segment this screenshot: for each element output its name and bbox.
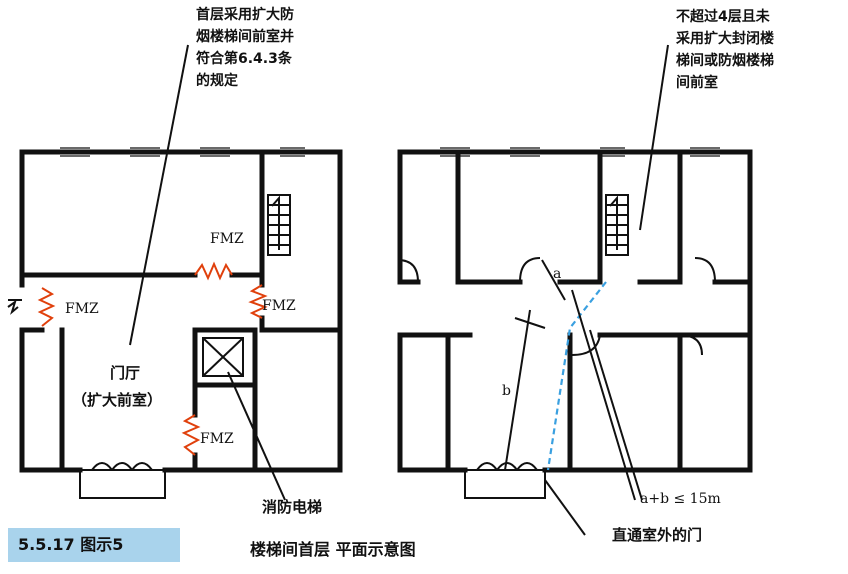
stair-icon — [267, 194, 291, 256]
fire-door-label: FMZ — [200, 431, 234, 447]
dimension-a-label: a — [553, 266, 561, 282]
figure-caption: 楼梯间首层 平面示意图 — [250, 540, 416, 559]
fire-door-icon — [181, 414, 201, 456]
figure-badge: 5.5.17 图示5 — [8, 528, 180, 562]
left-note: 首层采用扩大防 烟楼梯间前室并 符合第6.4.3条 的规定 — [196, 7, 294, 89]
fire-door-label: FMZ — [210, 231, 244, 247]
hall-sub-label: （扩大前室） — [72, 391, 162, 409]
fire-door-icon — [194, 261, 233, 281]
fire-elevator-shaft — [192, 327, 258, 388]
fire-door-label: FMZ — [262, 298, 296, 314]
fire-door-icon — [248, 284, 268, 319]
fire-door-icon — [37, 287, 56, 327]
exit-door-label: 直通室外的门 — [612, 526, 702, 544]
distance-rule-label: a+b ≤ 15m — [640, 491, 721, 507]
hall-label: 门厅 — [110, 364, 140, 382]
stair-icon — [605, 194, 629, 256]
left-plan — [7, 44, 343, 501]
dimension-b-label: b — [502, 383, 511, 399]
fire-door-label: FMZ — [65, 301, 99, 317]
right-note: 不超过4层且未 采用扩大封闭楼 梯间或防烟楼梯 间前室 — [676, 9, 774, 91]
fire-elevator-label: 消防电梯 — [262, 498, 322, 516]
travel-distance-path — [546, 281, 607, 471]
right-plan — [397, 44, 753, 536]
